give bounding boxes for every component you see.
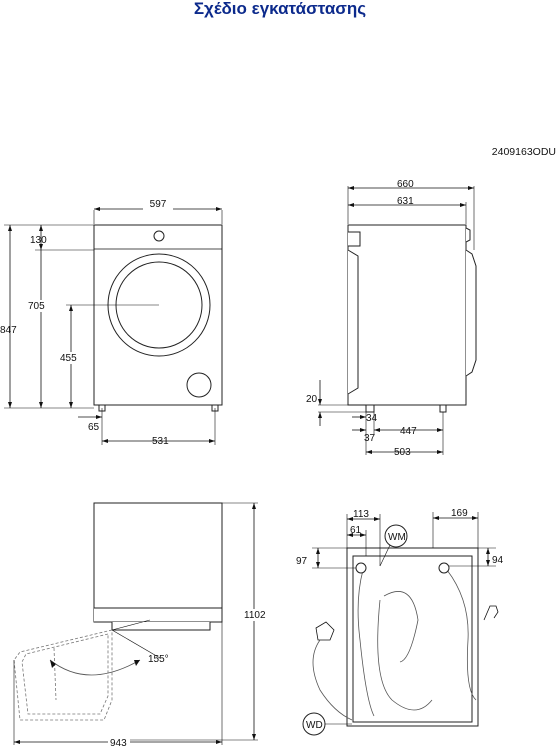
top-depth-open-label: 943: [110, 738, 127, 748]
wm-label: WM: [388, 532, 406, 543]
opening-arc: [49, 659, 141, 676]
front-height-center-label: 455: [60, 353, 77, 364]
rear-dim-61-label: 61: [350, 525, 362, 536]
program-knob-icon: [153, 230, 165, 242]
side-rear-top: [348, 231, 361, 247]
top-cabinet: [93, 502, 223, 623]
rear-view: WM WD 113 61 169 97: [296, 508, 504, 736]
rear-inlet-valve: [355, 562, 367, 574]
door-glass-line: [53, 647, 57, 701]
rear-dim-97-label: 97: [296, 556, 308, 567]
rear-drain-hose: [446, 569, 477, 701]
rear-inner-hose-2: [383, 591, 419, 663]
front-width-label: 597: [150, 199, 167, 210]
side-rear-panel: [347, 249, 359, 395]
rear-dim-113-label: 113: [353, 509, 369, 520]
door-angle-label: 155°: [148, 654, 169, 665]
side-cabinet: [347, 224, 467, 406]
side-foot-span2-label: 503: [394, 447, 411, 458]
top-height-open-label: 1102: [244, 610, 266, 621]
drawing-code: 2409163ODU: [491, 146, 556, 158]
rear-inner-hose: [377, 599, 433, 711]
rear-inlet-hose: [357, 569, 375, 717]
rear-outlet: [438, 562, 450, 574]
top-view: 155° 1102 943: [13, 502, 268, 748]
side-foot-height-label: 20: [306, 394, 318, 405]
supply-hose: [312, 639, 353, 721]
wd-label: WD: [306, 720, 323, 731]
side-foot-offset2-label: 37: [364, 433, 376, 444]
front-height-door-label: 705: [28, 301, 45, 312]
front-height-total-label: 847: [0, 325, 17, 336]
side-depth-body-label: 631: [397, 196, 414, 207]
filter-cap: [186, 372, 212, 398]
wm-badge: [384, 524, 408, 548]
front-feet-left-label: 65: [88, 422, 100, 433]
side-knob: [465, 227, 471, 243]
side-foot-offset-label: 34: [366, 413, 378, 424]
rear-dim-94-label: 94: [492, 555, 504, 566]
rear-dim-169-label: 169: [451, 508, 468, 519]
front-height-top-label: 130: [30, 235, 47, 246]
page-title: Σχέδιο εγκατάστασης: [193, 0, 367, 18]
power-plug-icon: [483, 605, 499, 621]
top-door-hinge: [111, 622, 211, 631]
open-door-outline: [13, 629, 113, 721]
top-front-edge: [94, 607, 223, 623]
front-view: 597 847 130 705 455 65: [0, 199, 223, 447]
side-view: 660 631 20 34 37 447 503: [306, 179, 477, 458]
open-door-inner: [21, 633, 109, 715]
front-feet-span-label: 531: [152, 436, 169, 447]
side-foot-rear: [365, 404, 375, 413]
side-depth-total-label: 660: [397, 179, 414, 190]
rear-panel: [352, 555, 473, 723]
side-foot-front: [439, 404, 447, 413]
side-door: [465, 249, 477, 377]
water-tap-icon: [315, 621, 335, 641]
side-foot-span-label: 447: [400, 426, 417, 437]
